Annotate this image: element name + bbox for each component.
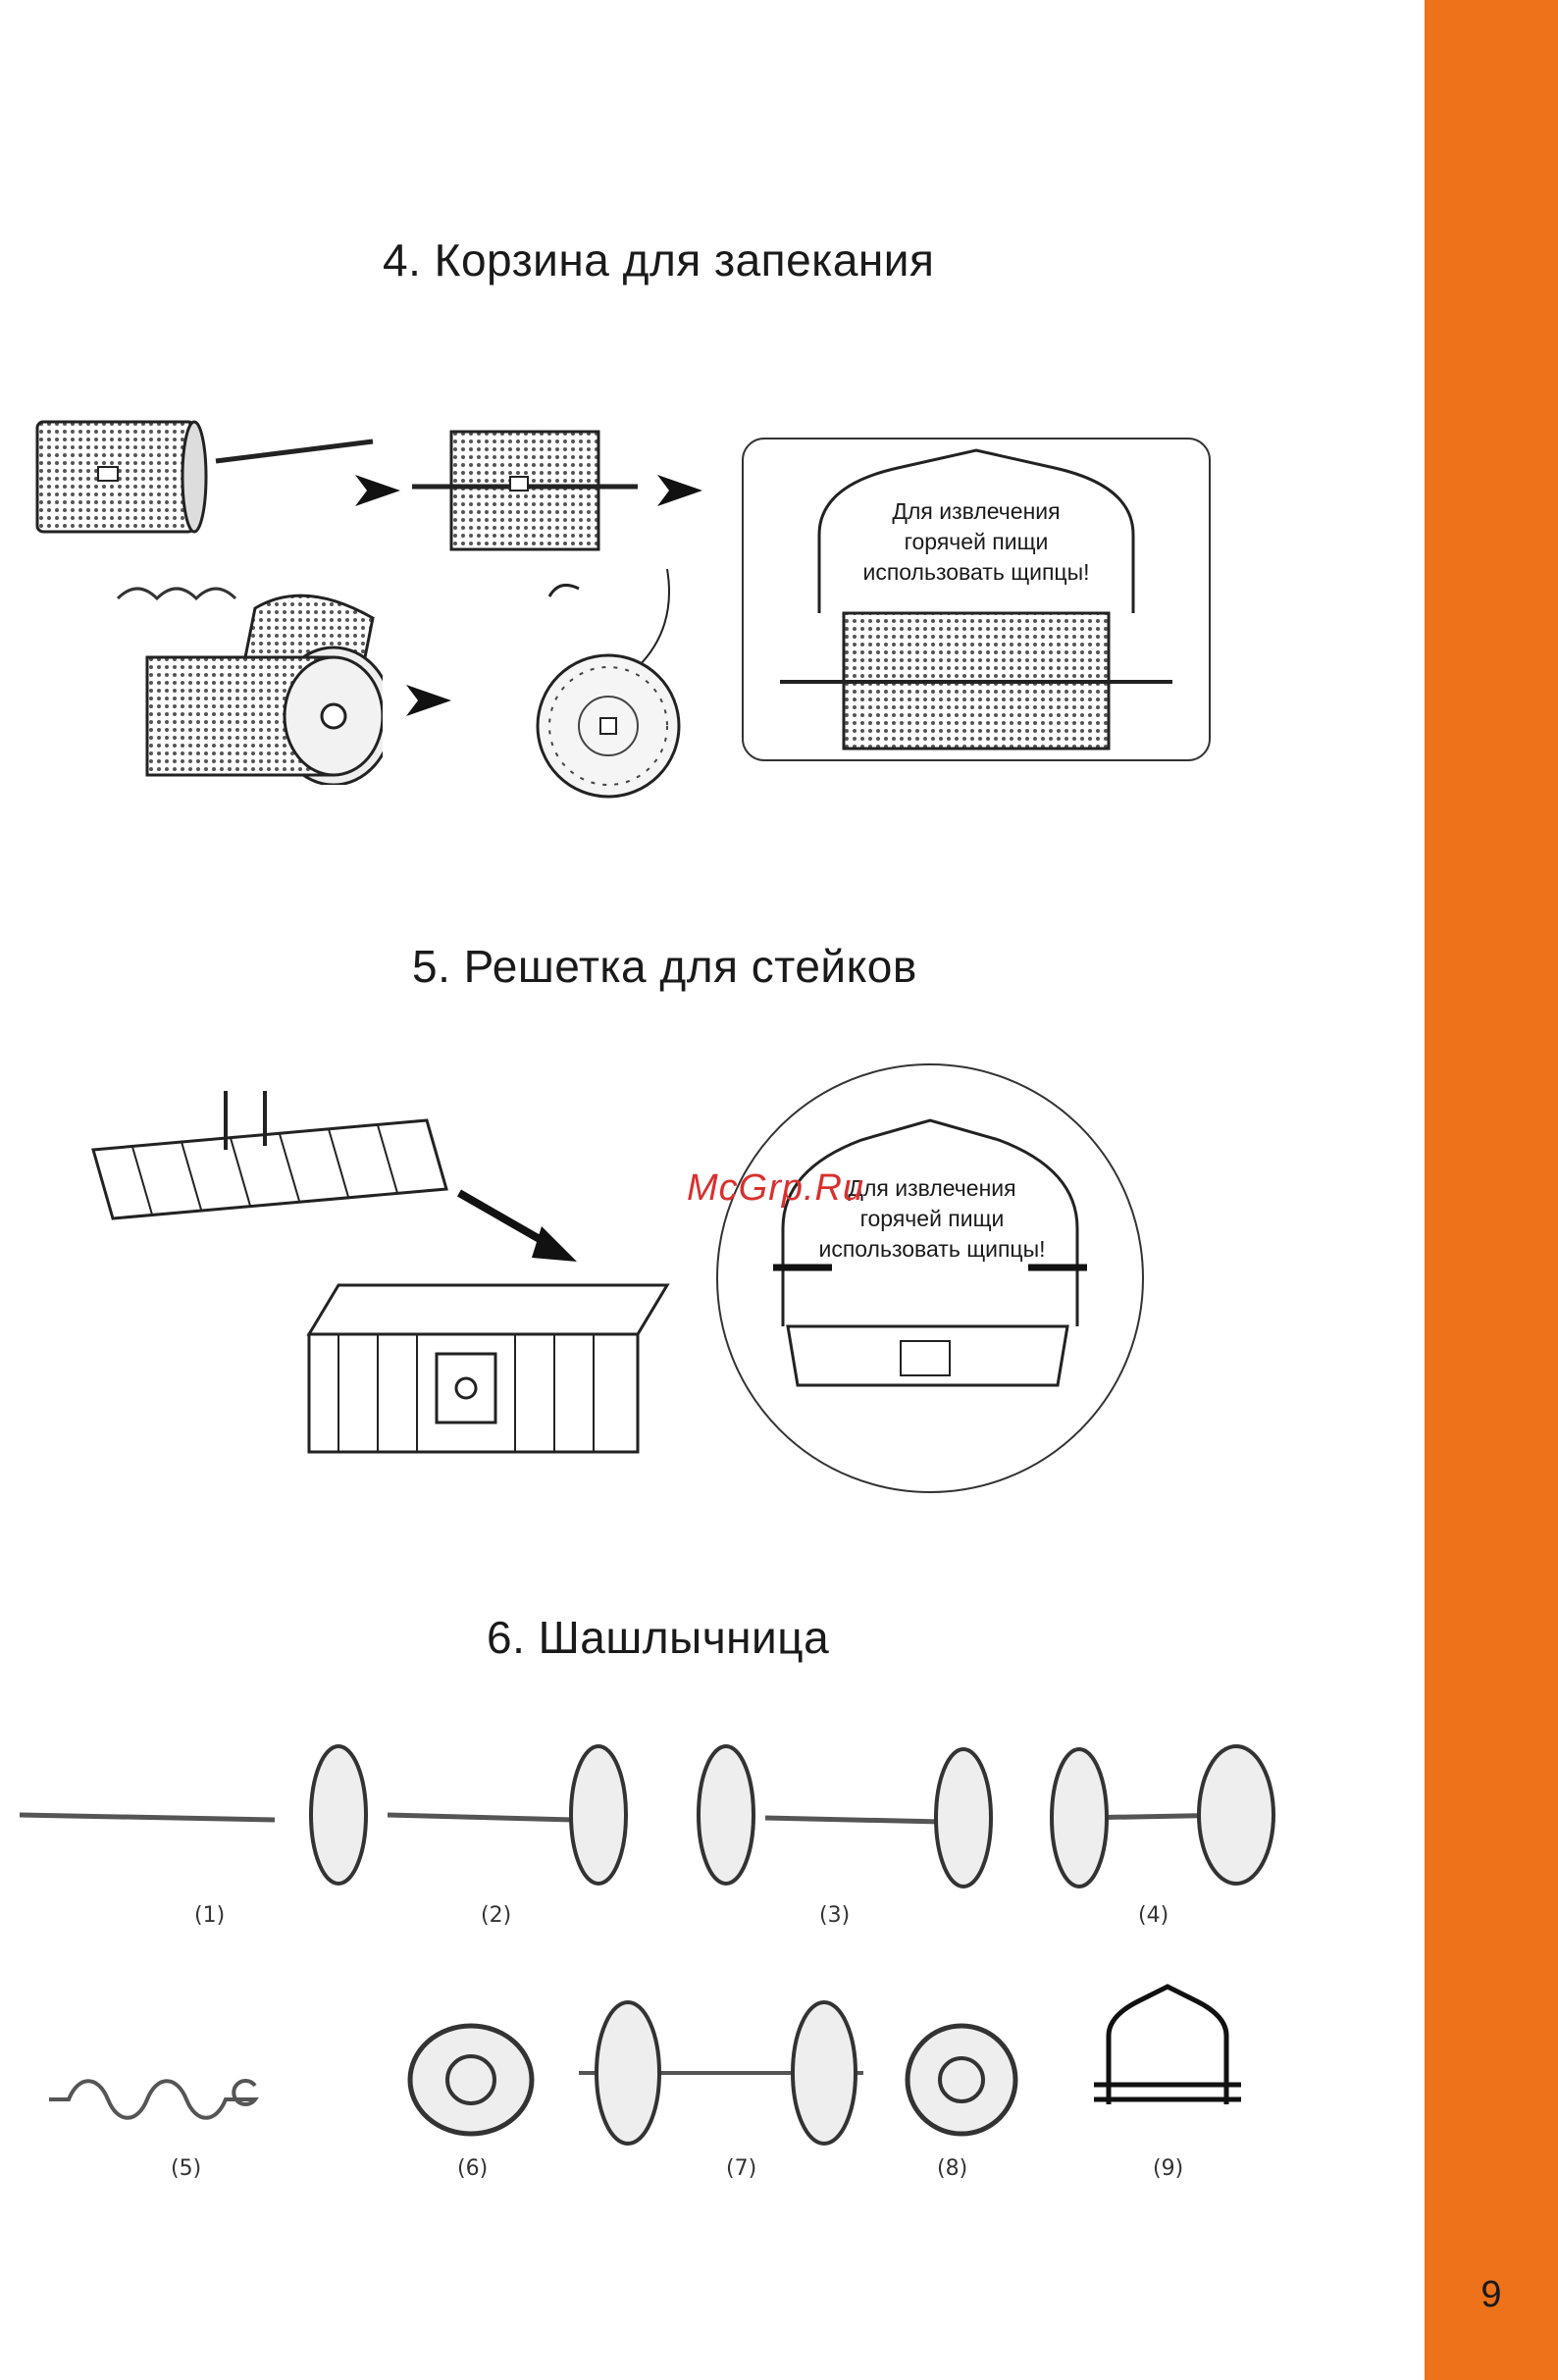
step-label: (7) [726,2156,756,2181]
orange-side-bar [1425,0,1558,2380]
step-label: (3) [819,1903,850,1928]
step-label: (2) [481,1903,511,1928]
callout-line: Для извлечения [839,496,1114,527]
arrow-right-icon [404,683,453,718]
skewer-assembly-steps-5-9 [39,1957,1256,2153]
skewer-assembly-steps-1-4 [20,1732,1285,1908]
arrow-right-icon [353,473,402,508]
grill-rack-illustration [83,1091,456,1228]
basket-wire-closing-illustration [510,559,706,804]
callout-line: использовать щипцы! [839,557,1114,588]
basket-with-tongs-panel [741,437,1212,762]
basket-assembled-illustration [412,422,638,559]
section-title-basket: 4. Корзина для запекания [383,233,934,286]
tongs-callout: Для извлечения горячей пищи использовать… [839,496,1114,588]
step-label: (4) [1138,1903,1168,1928]
step-label: (8) [937,2156,967,2181]
grill-basket-illustration [299,1275,672,1462]
arrow-right-icon [655,473,704,508]
grill-basket-with-tongs-panel [714,1061,1146,1495]
callout-line: использовать щипцы! [795,1234,1069,1265]
section-title-skewer-set: 6. Шашлычница [487,1611,829,1664]
step-label: (6) [457,2156,488,2181]
watermark: McGrp.Ru [687,1167,864,1210]
basket-open-lid-illustration [108,569,383,785]
skewer-rod-illustration [206,432,383,471]
arrow-down-right-icon [453,1187,581,1266]
step-label: (1) [194,1903,225,1928]
callout-line: горячей пищи [839,527,1114,557]
step-label: (9) [1153,2156,1183,2181]
page-number: 9 [1425,2274,1558,2316]
step-label: (5) [171,2156,201,2181]
section-title-steak-grill: 5. Решетка для стейков [412,940,917,993]
